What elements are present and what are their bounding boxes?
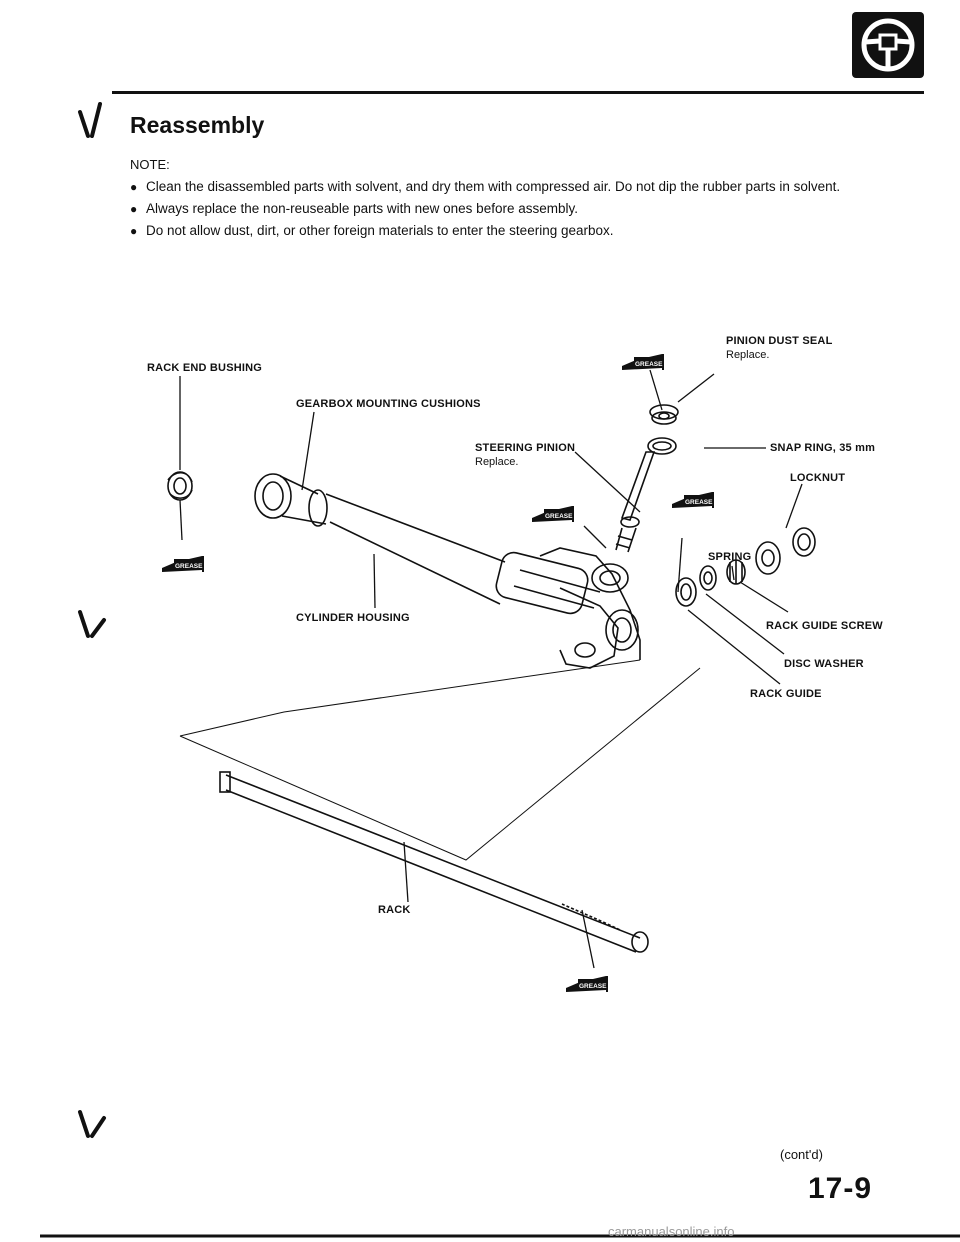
binder-mark-top bbox=[78, 110, 90, 138]
rack-end-bushing-part bbox=[167, 471, 193, 501]
header-rule bbox=[112, 91, 924, 94]
rack-part bbox=[219, 771, 649, 953]
label-rack-guide: RACK GUIDE bbox=[750, 688, 822, 700]
grease-icon bbox=[565, 975, 609, 993]
steering-wheel-icon bbox=[852, 12, 924, 78]
label-pinion-dust-seal-note: Replace. bbox=[726, 349, 770, 361]
label-steering-pinion-note: Replace. bbox=[475, 456, 519, 468]
binder-mark-bottom bbox=[78, 1110, 90, 1138]
label-pinion-dust-seal: PINION DUST SEAL bbox=[726, 335, 833, 347]
list-item: ●Clean the disassembled parts with solve… bbox=[130, 176, 930, 198]
bullet-icon: ● bbox=[130, 202, 138, 216]
leader-rack bbox=[403, 841, 409, 903]
leader-steering-pinion bbox=[574, 451, 641, 513]
note-list: ●Clean the disassembled parts with solve… bbox=[130, 176, 930, 242]
label-locknut: LOCKNUT bbox=[790, 472, 846, 484]
rack-guide-parts bbox=[675, 527, 816, 607]
leader-locknut bbox=[785, 483, 803, 529]
label-spring: SPRING bbox=[708, 551, 752, 563]
steering-pinion-part bbox=[615, 451, 656, 553]
continued-label: (cont'd) bbox=[780, 1147, 823, 1162]
leader-disc-washer bbox=[705, 593, 785, 655]
page-number: 17-9 bbox=[808, 1172, 873, 1205]
label-steering-pinion: STEERING PINION bbox=[475, 442, 576, 454]
note-label: NOTE: bbox=[130, 157, 170, 172]
leader-cylinder-housing bbox=[373, 553, 376, 609]
leader-gearbox-cushions bbox=[301, 411, 315, 491]
bullet-icon: ● bbox=[130, 224, 138, 238]
grease-icon bbox=[671, 491, 715, 509]
list-item: ●Always replace the non-reuseable parts … bbox=[130, 198, 930, 220]
pinion-dust-seal-part bbox=[647, 404, 679, 455]
leader-spring bbox=[731, 565, 735, 581]
grease-icon bbox=[531, 505, 575, 523]
grease-icon bbox=[621, 353, 665, 371]
label-gearbox-mounting-cushions: GEARBOX MOUNTING CUSHIONS bbox=[296, 398, 481, 410]
cylinder-housing-part bbox=[254, 473, 641, 669]
label-rack: RACK bbox=[378, 904, 411, 916]
page-title: Reassembly bbox=[130, 112, 265, 138]
list-item: ●Do not allow dust, dirt, or other forei… bbox=[130, 220, 930, 242]
binder-mark-middle bbox=[78, 610, 90, 638]
leader-pinion-dust-seal bbox=[677, 373, 715, 403]
label-rack-guide-screw: RACK GUIDE SCREW bbox=[766, 620, 883, 632]
leader-rack-guide bbox=[687, 609, 781, 685]
grease-icon bbox=[161, 555, 205, 573]
label-snap-ring: SNAP RING, 35 mm bbox=[770, 442, 876, 454]
bullet-icon: ● bbox=[130, 180, 138, 194]
leader-rack-guide-screw bbox=[739, 581, 789, 613]
leader-grease-rack bbox=[581, 909, 595, 969]
label-cylinder-housing: CYLINDER HOUSING bbox=[296, 612, 410, 624]
leader-grease-top bbox=[649, 369, 663, 411]
label-rack-end-bushing: RACK END BUSHING bbox=[147, 362, 263, 374]
label-disc-washer: DISC WASHER bbox=[784, 658, 864, 670]
watermark-text: carmanualsonline.info bbox=[608, 1224, 735, 1239]
